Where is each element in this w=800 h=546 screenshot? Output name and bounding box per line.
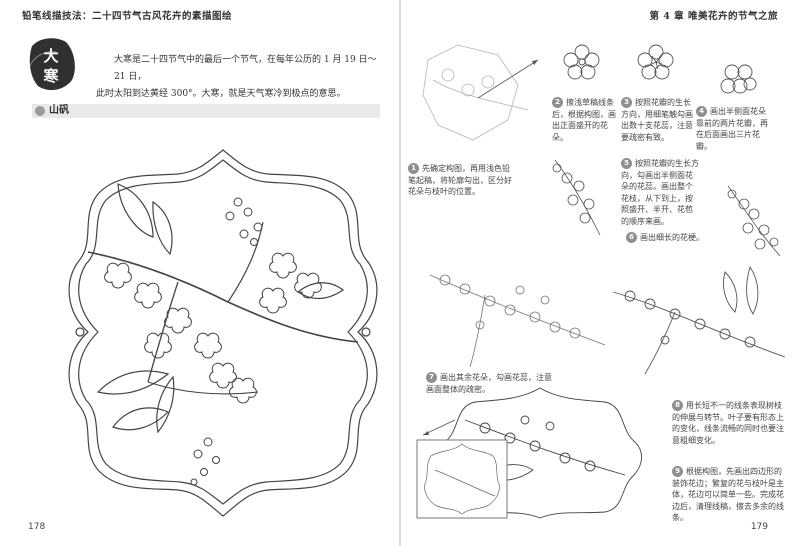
step-3-badge: 3 xyxy=(621,97,632,108)
step-6-badge: 6 xyxy=(626,232,637,243)
dahan-seal-logo: 大 寒 xyxy=(29,38,75,91)
step2-flower-sketch xyxy=(563,44,600,80)
step-6-text: 画出细长的花梗。 xyxy=(640,233,704,242)
right-page-number: 179 xyxy=(750,522,768,532)
step-4-text: 画出半侧面花朵靠前的两片花瓣，再在后面画出三片花瓣。 xyxy=(696,107,768,151)
book-gutter xyxy=(399,0,401,546)
step5-branch-sketch xyxy=(552,159,601,236)
step3-flower-sketch xyxy=(637,44,674,80)
step-3-text: 按照花瓣的生长方向，用细笔触勾画出数十支花蕊，注意要疏密有致。 xyxy=(621,98,693,142)
step-1-text: 先确定构图，再用浅色铅笔起稿，将轮廓勾出，区分好花朵与枝叶的位置。 xyxy=(408,164,512,196)
right-running-header: 第 4 章 唯美花卉的节气之旅 xyxy=(649,11,778,22)
left-running-header: 铅笔线描技法：二十四节气古风花卉的素描图绘 xyxy=(22,11,233,22)
right-page: 第 4 章 唯美花卉的节气之旅 xyxy=(400,0,800,546)
step-4-badge: 4 xyxy=(696,106,707,117)
svg-text:寒: 寒 xyxy=(43,67,59,85)
step-2-text: 擦浅草稿线条后，根据构图，画出正面盛开的花朵。 xyxy=(552,98,616,142)
step4-flower-sketch xyxy=(720,64,757,94)
intro-line-1: 大寒是二十四节气中的最后一个节气，在每年公历的 1 月 19 日～21 日， xyxy=(114,55,377,82)
intro-line-2: 此时太阳到达黄经 300°。大寒，就是天气寒冷到极点的意思。 xyxy=(96,89,346,99)
step-9-text: 根据构图，先画出四边形的装饰花边；繁复的花与枝叶是主体，花边可以简单一些。完成花… xyxy=(672,467,784,522)
step-5-badge: 5 xyxy=(621,158,632,169)
step8-sketch xyxy=(612,265,786,375)
left-page-number: 178 xyxy=(28,522,46,532)
step-2-badge: 2 xyxy=(552,97,563,108)
step-1-badge: 1 xyxy=(408,163,419,174)
step-5-text: 按照花瓣的生长方向，勾画出半侧面花朵的花蕊。画出整个花枝，从下到上，按照盛开、半… xyxy=(621,159,699,226)
step-7-text: 画出其余花朵，勾画花蕊，注意画面整体的疏密。 xyxy=(426,373,552,394)
svg-text:大: 大 xyxy=(43,47,58,65)
step-8-badge: 8 xyxy=(672,400,683,411)
step9-framed-sketch xyxy=(416,387,642,519)
left-page: 铅笔线描技法：二十四节气古风花卉的素描图绘 大 寒 大寒是二十四节气中的最后一个… xyxy=(22,11,386,532)
step6-branch-sketch xyxy=(727,185,781,257)
section-bullet-icon xyxy=(35,106,45,116)
step-8-text: 用长短不一的线条表现树枝的伸展与转节。叶子要有形态上的变化，线条流畅的同时也要注… xyxy=(672,401,784,445)
section-title-bar: 山矾 xyxy=(32,104,380,118)
step1-sketch xyxy=(422,44,539,141)
intro-paragraph: 大寒是二十四节气中的最后一个节气，在每年公历的 1 月 19 日～21 日， 此… xyxy=(96,52,386,103)
step-7-badge: 7 xyxy=(426,372,437,383)
section-title: 山矾 xyxy=(49,105,69,116)
step-9-badge: 9 xyxy=(672,466,683,477)
step7-sketch xyxy=(429,274,606,368)
final-flower-illustration xyxy=(68,149,378,517)
